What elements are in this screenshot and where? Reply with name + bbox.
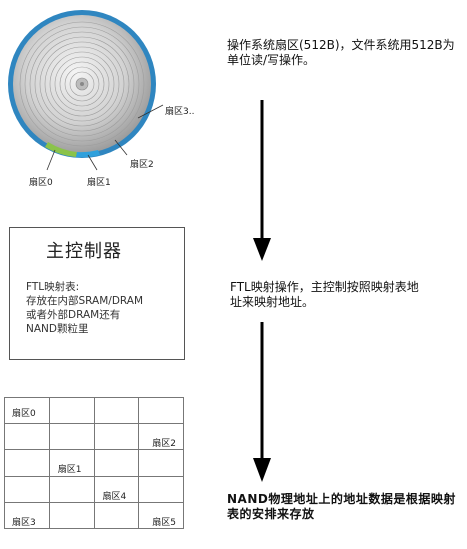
disk-sector-label-2: 扇区2 — [130, 160, 154, 170]
step-os-sector-text: 操作系统扇区(512B)，文件系统用512B为单位读/写操作。 — [227, 38, 455, 67]
disk-track-ring — [29, 31, 135, 137]
disk-tracks — [19, 21, 145, 147]
disk-track-ring — [44, 46, 120, 122]
nand-grid-cell — [4, 423, 50, 451]
disk-track-ring — [19, 21, 145, 147]
disk-track-ring — [64, 66, 100, 102]
controller-desc-line: 存放在内部SRAM/DRAM — [26, 295, 144, 307]
disk-track-ring — [39, 41, 125, 127]
nand-grid-cell: 扇区3 — [4, 501, 50, 530]
nand-grid-cell — [48, 501, 95, 530]
nand-grid-row: 扇区3 扇区5 — [4, 501, 184, 530]
disk-sector-label-3: 扇区3.. — [165, 107, 195, 117]
nand-sector-label: 扇区1 — [57, 465, 82, 476]
nand-grid-cell — [48, 396, 95, 425]
nand-page-grid: 扇区0 扇区2 扇区1 扇区4 扇区3 扇区5 — [4, 396, 184, 530]
controller-box: 主控制器 FTL映射表: 存放在内部SRAM/DRAM 或者外部DRAM还有 N… — [9, 227, 185, 360]
nand-grid-cell — [138, 396, 184, 425]
down-arrow-icon — [253, 100, 271, 261]
nand-grid-cell — [93, 396, 140, 425]
disk-sector-label-1: 扇区1 — [87, 178, 111, 188]
nand-grid-row: 扇区4 — [4, 475, 184, 503]
nand-grid-cell — [138, 449, 184, 477]
controller-desc-line: NAND颗粒里 — [26, 323, 89, 335]
disk-track-ring — [34, 36, 130, 132]
nand-sector-label: 扇区0 — [12, 409, 36, 419]
disk-track-ring — [69, 71, 95, 97]
disk-track-ring — [24, 26, 140, 142]
nand-sector-label: 扇区5 — [152, 517, 176, 528]
controller-description: FTL映射表: 存放在内部SRAM/DRAM 或者外部DRAM还有 NAND颗粒… — [26, 280, 184, 336]
step-ftl-mapping-text: FTL映射操作，主控制按照映射表地址来映射地址。 — [230, 280, 419, 309]
nand-grid-cell: 扇区4 — [93, 475, 140, 503]
nand-grid-cell — [48, 475, 95, 503]
nand-grid-cell: 扇区0 — [4, 396, 50, 425]
nand-grid-cell — [93, 501, 140, 530]
disk-track-ring — [49, 51, 115, 117]
nand-sector-label: 扇区4 — [102, 491, 127, 502]
nand-sector-label: 扇区3 — [12, 517, 36, 528]
sector-1-highlight — [76, 150, 100, 158]
controller-desc-line: FTL映射表: — [26, 281, 80, 293]
nand-grid-cell — [93, 449, 140, 477]
nand-grid-cell — [48, 423, 95, 451]
nand-grid-row: 扇区1 — [4, 449, 184, 477]
nand-sector-label: 扇区2 — [152, 439, 176, 450]
nand-grid-cell: 扇区1 — [48, 449, 95, 477]
sector-0-highlight — [45, 142, 77, 157]
disk-sector-label-0: 扇区0 — [29, 178, 53, 188]
down-arrow-icon — [253, 322, 271, 482]
step-nand-storage-text: NAND物理地址上的地址数据是根据映射表的安排来存放 — [227, 492, 456, 521]
disk-track-ring — [59, 61, 105, 107]
controller-desc-line: 或者外部DRAM还有 — [26, 309, 121, 321]
nand-grid-cell — [4, 449, 50, 477]
nand-grid-row: 扇区0 — [4, 396, 184, 425]
nand-grid-row: 扇区2 — [4, 423, 184, 451]
nand-grid-cell — [138, 475, 184, 503]
controller-title: 主控制器 — [46, 241, 122, 262]
nand-grid-cell — [93, 423, 140, 451]
nand-grid-cell: 扇区2 — [138, 423, 184, 451]
disk-track-ring — [54, 56, 110, 112]
nand-grid-cell — [4, 475, 50, 503]
nand-grid-cell: 扇区5 — [138, 501, 184, 530]
disk-platter — [8, 10, 164, 171]
